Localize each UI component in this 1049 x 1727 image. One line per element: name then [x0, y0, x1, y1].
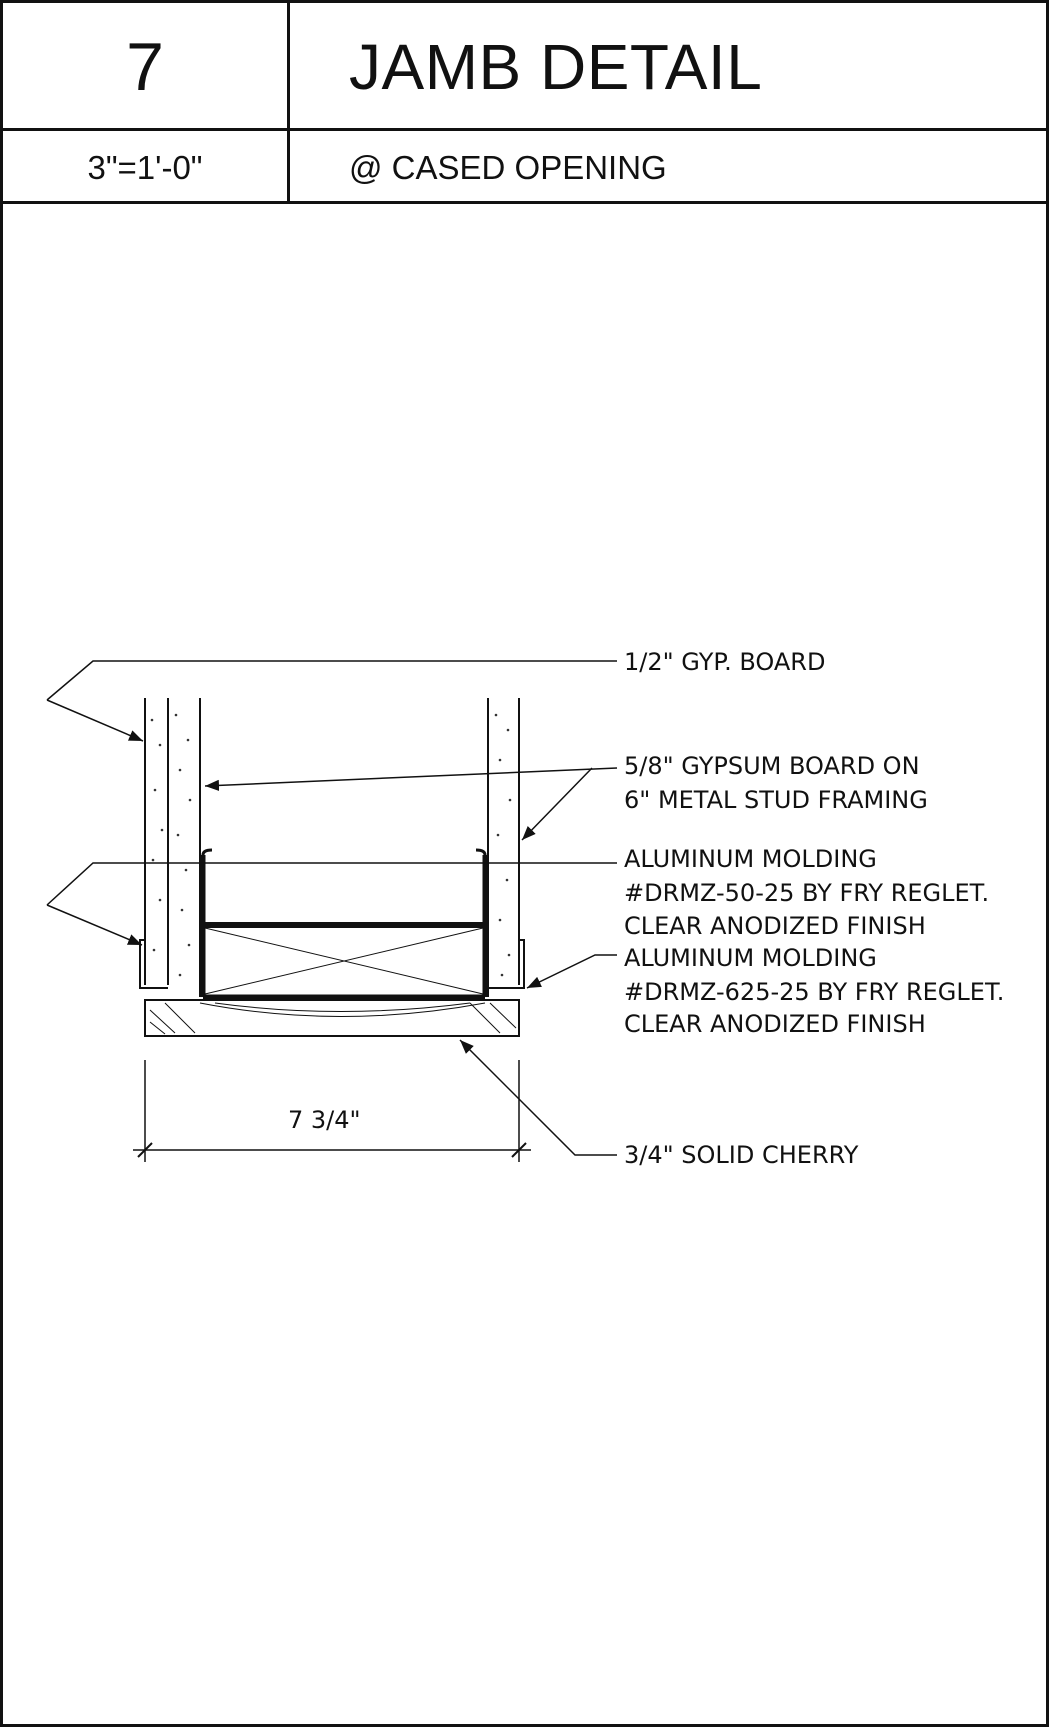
note-gypsum-line2: 6" METAL STUD FRAMING: [624, 786, 928, 814]
note-molding2-line2: #DRMZ-625-25 BY FRY REGLET.: [624, 978, 1004, 1006]
detail-subtitle: @ CASED OPENING: [349, 148, 667, 186]
cherry-casing: [144, 999, 520, 1037]
leader-lines: [46, 660, 618, 1156]
header-divider: [287, 3, 290, 204]
gypsum-hatch: [150, 713, 512, 977]
detail-scale: 3"=1'-0": [87, 148, 203, 186]
width-dimension: [133, 1060, 531, 1162]
note-gyp-board: 1/2" GYP. BOARD: [624, 648, 825, 676]
note-molding1-line3: CLEAR ANODIZED FINISH: [624, 912, 926, 940]
subtitle-row: [3, 131, 1049, 204]
note-molding1-line1: ALUMINUM MOLDING: [624, 845, 877, 873]
detail-number: 7: [126, 29, 164, 105]
aluminum-molding: [139, 939, 525, 989]
note-molding2-line3: CLEAR ANODIZED FINISH: [624, 1010, 926, 1038]
detail-title: JAMB DETAIL: [349, 31, 763, 103]
note-cherry: 3/4" SOLID CHERRY: [624, 1141, 859, 1169]
note-gypsum-line1: 5/8" GYPSUM BOARD ON: [624, 752, 920, 780]
metal-stud: [200, 848, 488, 1000]
title-row: [3, 3, 1049, 131]
right-wall: [487, 698, 520, 997]
note-molding2-line1: ALUMINUM MOLDING: [624, 944, 877, 972]
note-molding1-line2: #DRMZ-50-25 BY FRY REGLET.: [624, 879, 989, 907]
left-wall: [144, 698, 201, 997]
width-dimension-label: 7 3/4": [288, 1106, 361, 1134]
